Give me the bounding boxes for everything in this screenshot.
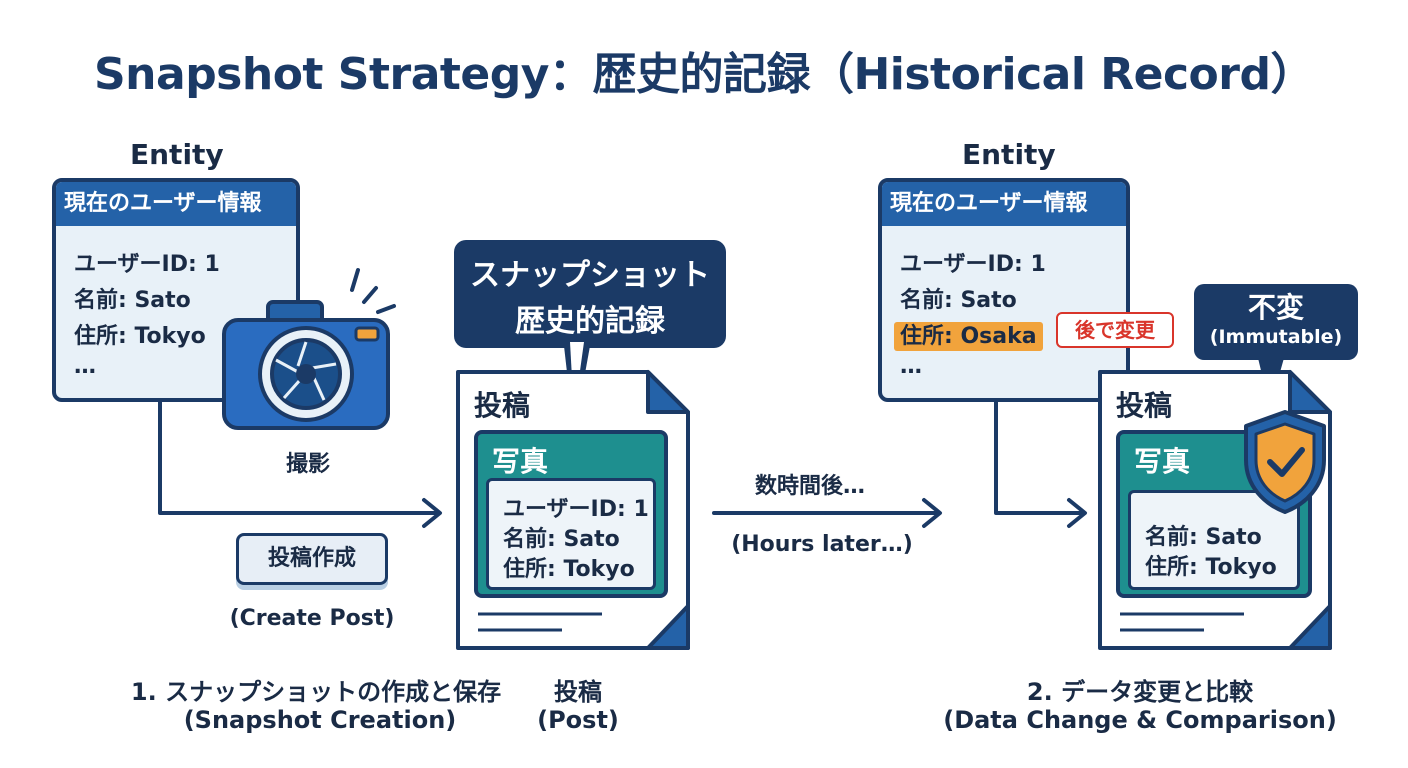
section1-caption-line1: 1. スナップショットの作成と保存: [130, 678, 502, 706]
camera-caption: 撮影: [285, 452, 330, 477]
section2-caption-line2: (Data Change & Comparison): [943, 706, 1337, 734]
entity-line-ellipsis: …: [74, 354, 96, 379]
entity-card-header: 現在のユーザー情報: [56, 182, 296, 226]
immutable-bubble-line1: 不変: [1247, 291, 1304, 324]
entity-line-user-id-right: ユーザーID: 1: [900, 252, 1046, 277]
hours-later-label: 数時間後…: [754, 474, 865, 499]
arrow-entity-to-doc: [994, 398, 1085, 515]
entity-line-ellipsis-right: …: [900, 354, 922, 379]
changed-later-tag: 後で変更: [1056, 312, 1174, 348]
create-post-caption: (Create Post): [229, 606, 395, 631]
right-document-title: 投稿: [1116, 389, 1173, 422]
entity-line-address-right-wrap: 住所: Osaka: [894, 318, 1043, 351]
snapshot-line-address: 住所: Tokyo: [503, 557, 635, 582]
snapshot-line-name: 名前: Sato: [503, 527, 620, 552]
entity-card-right: 現在のユーザー情報 ユーザーID: 1 名前: Sato 住所: Osaka …: [878, 178, 1130, 402]
entity-label-left: Entity: [130, 138, 224, 171]
post-caption-line1: 投稿: [554, 678, 602, 706]
entity-label-right: Entity: [962, 138, 1056, 171]
snapshot-bubble-line1: スナップショット: [470, 258, 710, 293]
post-photo-title: 写真: [492, 445, 549, 478]
right-snapshot-line-address: 住所: Tokyo: [1145, 555, 1277, 580]
arrow-entity-to-post: [158, 398, 440, 515]
snapshot-line-user-id: ユーザーID: 1: [503, 497, 649, 522]
entity-card-header-right: 現在のユーザー情報: [882, 182, 1126, 226]
page-title: Snapshot Strategy：歴史的記録（Historical Recor…: [93, 49, 1315, 100]
post-caption-line2: (Post): [537, 706, 619, 734]
create-post-button[interactable]: 投稿作成: [236, 533, 388, 585]
post-document-title: 投稿: [474, 389, 531, 422]
section1-caption-line2: (Snapshot Creation): [183, 706, 457, 734]
entity-line-name: 名前: Sato: [74, 288, 191, 313]
entity-line-address-right: 住所: Osaka: [894, 322, 1043, 351]
shield-check-icon: [1244, 410, 1326, 514]
right-snapshot-line-name: 名前: Sato: [1145, 525, 1262, 550]
immutable-bubble-line2: (Immutable): [1209, 326, 1343, 348]
snapshot-bubble-line2: 歴史的記録: [515, 304, 665, 339]
camera-icon: [222, 268, 396, 430]
post-snapshot-card: ユーザーID: 1 名前: Sato 住所: Tokyo: [486, 478, 656, 590]
section2-caption-line1: 2. データ変更と比較: [1026, 678, 1254, 706]
right-photo-title: 写真: [1134, 445, 1191, 478]
entity-line-user-id: ユーザーID: 1: [74, 252, 220, 277]
entity-line-name-right: 名前: Sato: [900, 288, 1017, 313]
post-photo-box: 写真 ユーザーID: 1 名前: Sato 住所: Tokyo: [474, 430, 668, 598]
hours-later-sublabel: (Hours later…): [731, 532, 913, 557]
entity-line-address: 住所: Tokyo: [74, 324, 206, 349]
